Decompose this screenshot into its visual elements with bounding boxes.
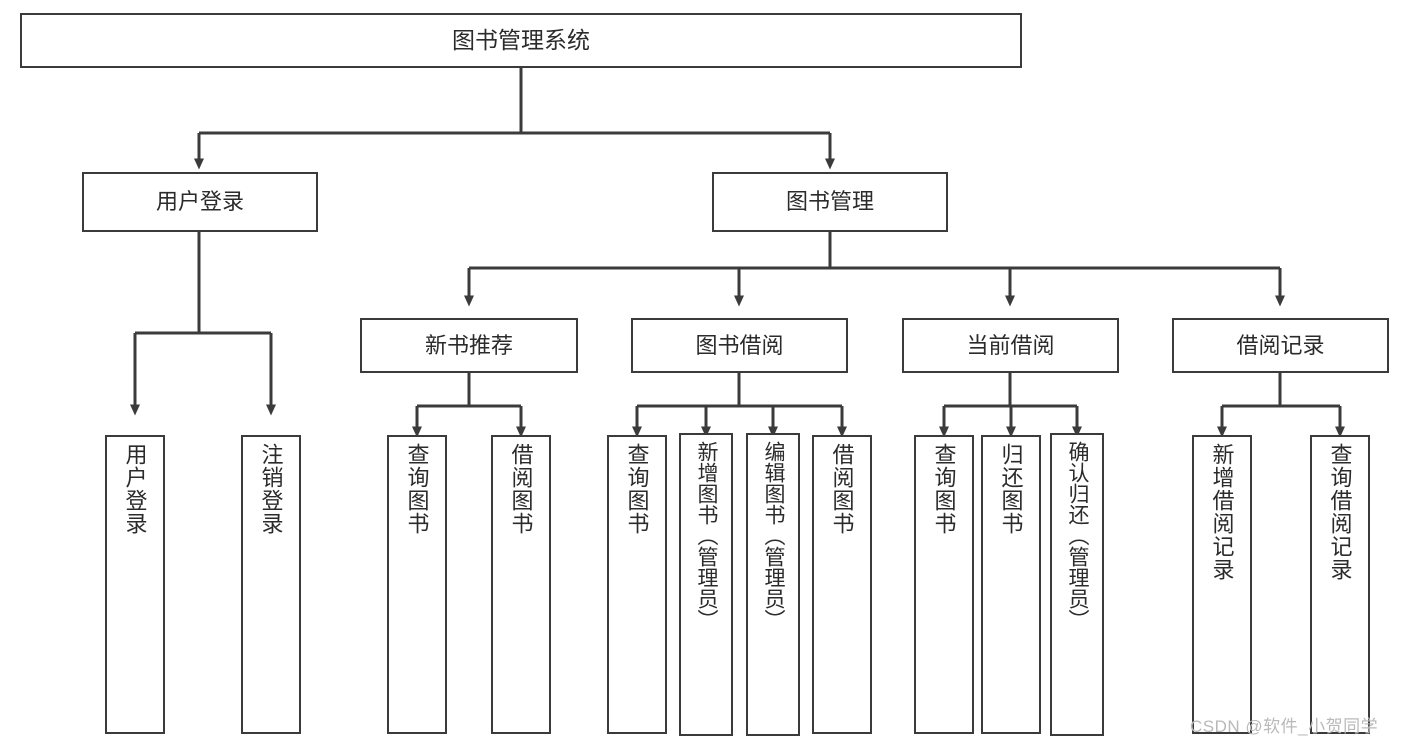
node-label: 借阅图书 bbox=[829, 443, 855, 535]
node-label: 用户登录 bbox=[155, 189, 244, 215]
node-root-system[interactable]: 图书管理系统 bbox=[20, 13, 1022, 68]
node-leaf-user-logout[interactable]: 注销登录 bbox=[241, 435, 301, 734]
watermark: CSDN @软件_小贺同学 bbox=[1190, 717, 1379, 736]
node-label: 图书管理 bbox=[785, 189, 874, 215]
node-label: 查询图书 bbox=[624, 443, 650, 535]
node-user-login[interactable]: 用户登录 bbox=[82, 172, 318, 232]
node-label: 注销登录 bbox=[258, 443, 284, 535]
node-label: 图书管理系统 bbox=[452, 26, 590, 53]
node-leaf-query-record[interactable]: 查询借阅记录 bbox=[1310, 435, 1370, 734]
node-current-borrow[interactable]: 当前借阅 bbox=[902, 318, 1119, 373]
node-label: 归还图书 bbox=[998, 443, 1024, 535]
node-borrow-record[interactable]: 借阅记录 bbox=[1172, 318, 1389, 373]
node-label: 用户登录 bbox=[122, 443, 148, 535]
node-label: 当前借阅 bbox=[966, 332, 1055, 358]
node-label: 查询图书 bbox=[404, 443, 430, 535]
node-label: 查询借阅记录 bbox=[1327, 443, 1353, 581]
node-leaf-return-book[interactable]: 归还图书 bbox=[981, 435, 1041, 734]
node-label: 确认归还（管理员） bbox=[1066, 441, 1090, 630]
node-label: 新书推荐 bbox=[424, 332, 513, 358]
node-leaf-borrow-book-2[interactable]: 借阅图书 bbox=[812, 435, 872, 734]
node-leaf-confirm-return[interactable]: 确认归还（管理员） bbox=[1050, 433, 1104, 736]
node-label: 查询图书 bbox=[931, 443, 957, 535]
node-leaf-query-book-3[interactable]: 查询图书 bbox=[914, 435, 974, 734]
node-label: 新增借阅记录 bbox=[1209, 443, 1235, 581]
node-label: 新增图书（管理员） bbox=[695, 441, 719, 630]
node-label: 编辑图书（管理员） bbox=[762, 441, 786, 630]
node-book-borrow[interactable]: 图书借阅 bbox=[631, 318, 848, 373]
node-leaf-query-book-2[interactable]: 查询图书 bbox=[607, 435, 667, 734]
node-label: 借阅图书 bbox=[508, 443, 534, 535]
node-leaf-user-login[interactable]: 用户登录 bbox=[105, 435, 165, 734]
node-label: 借阅记录 bbox=[1236, 332, 1325, 358]
node-leaf-query-book-1[interactable]: 查询图书 bbox=[387, 435, 447, 734]
node-label: 图书借阅 bbox=[695, 332, 784, 358]
node-leaf-borrow-book-1[interactable]: 借阅图书 bbox=[491, 435, 551, 734]
node-leaf-add-record[interactable]: 新增借阅记录 bbox=[1192, 435, 1252, 734]
node-leaf-add-book[interactable]: 新增图书（管理员） bbox=[679, 433, 733, 736]
node-leaf-edit-book[interactable]: 编辑图书（管理员） bbox=[746, 433, 800, 736]
node-book-manage[interactable]: 图书管理 bbox=[712, 172, 948, 232]
node-new-book-rec[interactable]: 新书推荐 bbox=[360, 318, 578, 373]
